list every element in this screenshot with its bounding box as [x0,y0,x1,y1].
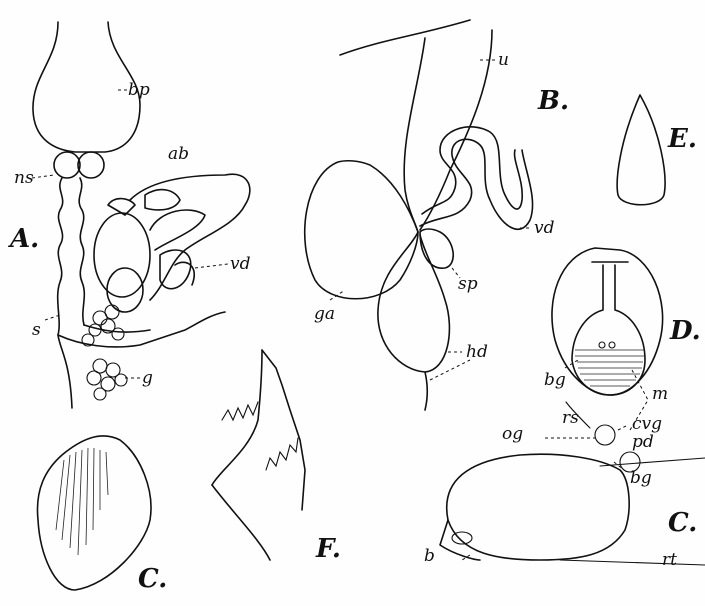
figure-label-c-right: C. [668,510,697,536]
label-bg-c: bg [630,470,652,487]
figure-c-left-drawing [37,436,150,590]
figure-label-d: D. [670,318,701,344]
label-ga: ga [314,306,335,323]
label-rs: rs [562,410,579,427]
label-s: s [32,322,41,339]
label-g: g [142,370,153,387]
label-ab: ab [168,146,189,163]
figure-label-e: E. [668,126,697,152]
label-b: b [424,548,435,565]
label-og: og [502,426,523,443]
label-cvg: cvg [632,416,662,433]
figure-f-drawing [212,350,305,560]
label-hd: hd [466,344,488,361]
figure-d-drawing [552,248,663,430]
label-bg-d: bg [544,372,566,389]
label-m: m [652,386,668,403]
figure-label-c-lower: C. [138,566,167,592]
label-u: u [498,52,509,69]
label-vd-b: vd [534,220,555,237]
label-ns: ns [14,170,34,187]
label-vd-a: vd [230,256,251,273]
figure-label-f: F. [316,536,341,562]
figure-b-drawing [305,20,533,410]
label-sp: sp [458,276,478,293]
figure-e-drawing [617,95,665,205]
label-pd: pd [632,434,654,451]
figure-label-a: A. [10,226,39,252]
figure-label-b: B. [538,88,569,114]
label-bp: bp [128,82,150,99]
label-rt: rt [662,552,677,569]
